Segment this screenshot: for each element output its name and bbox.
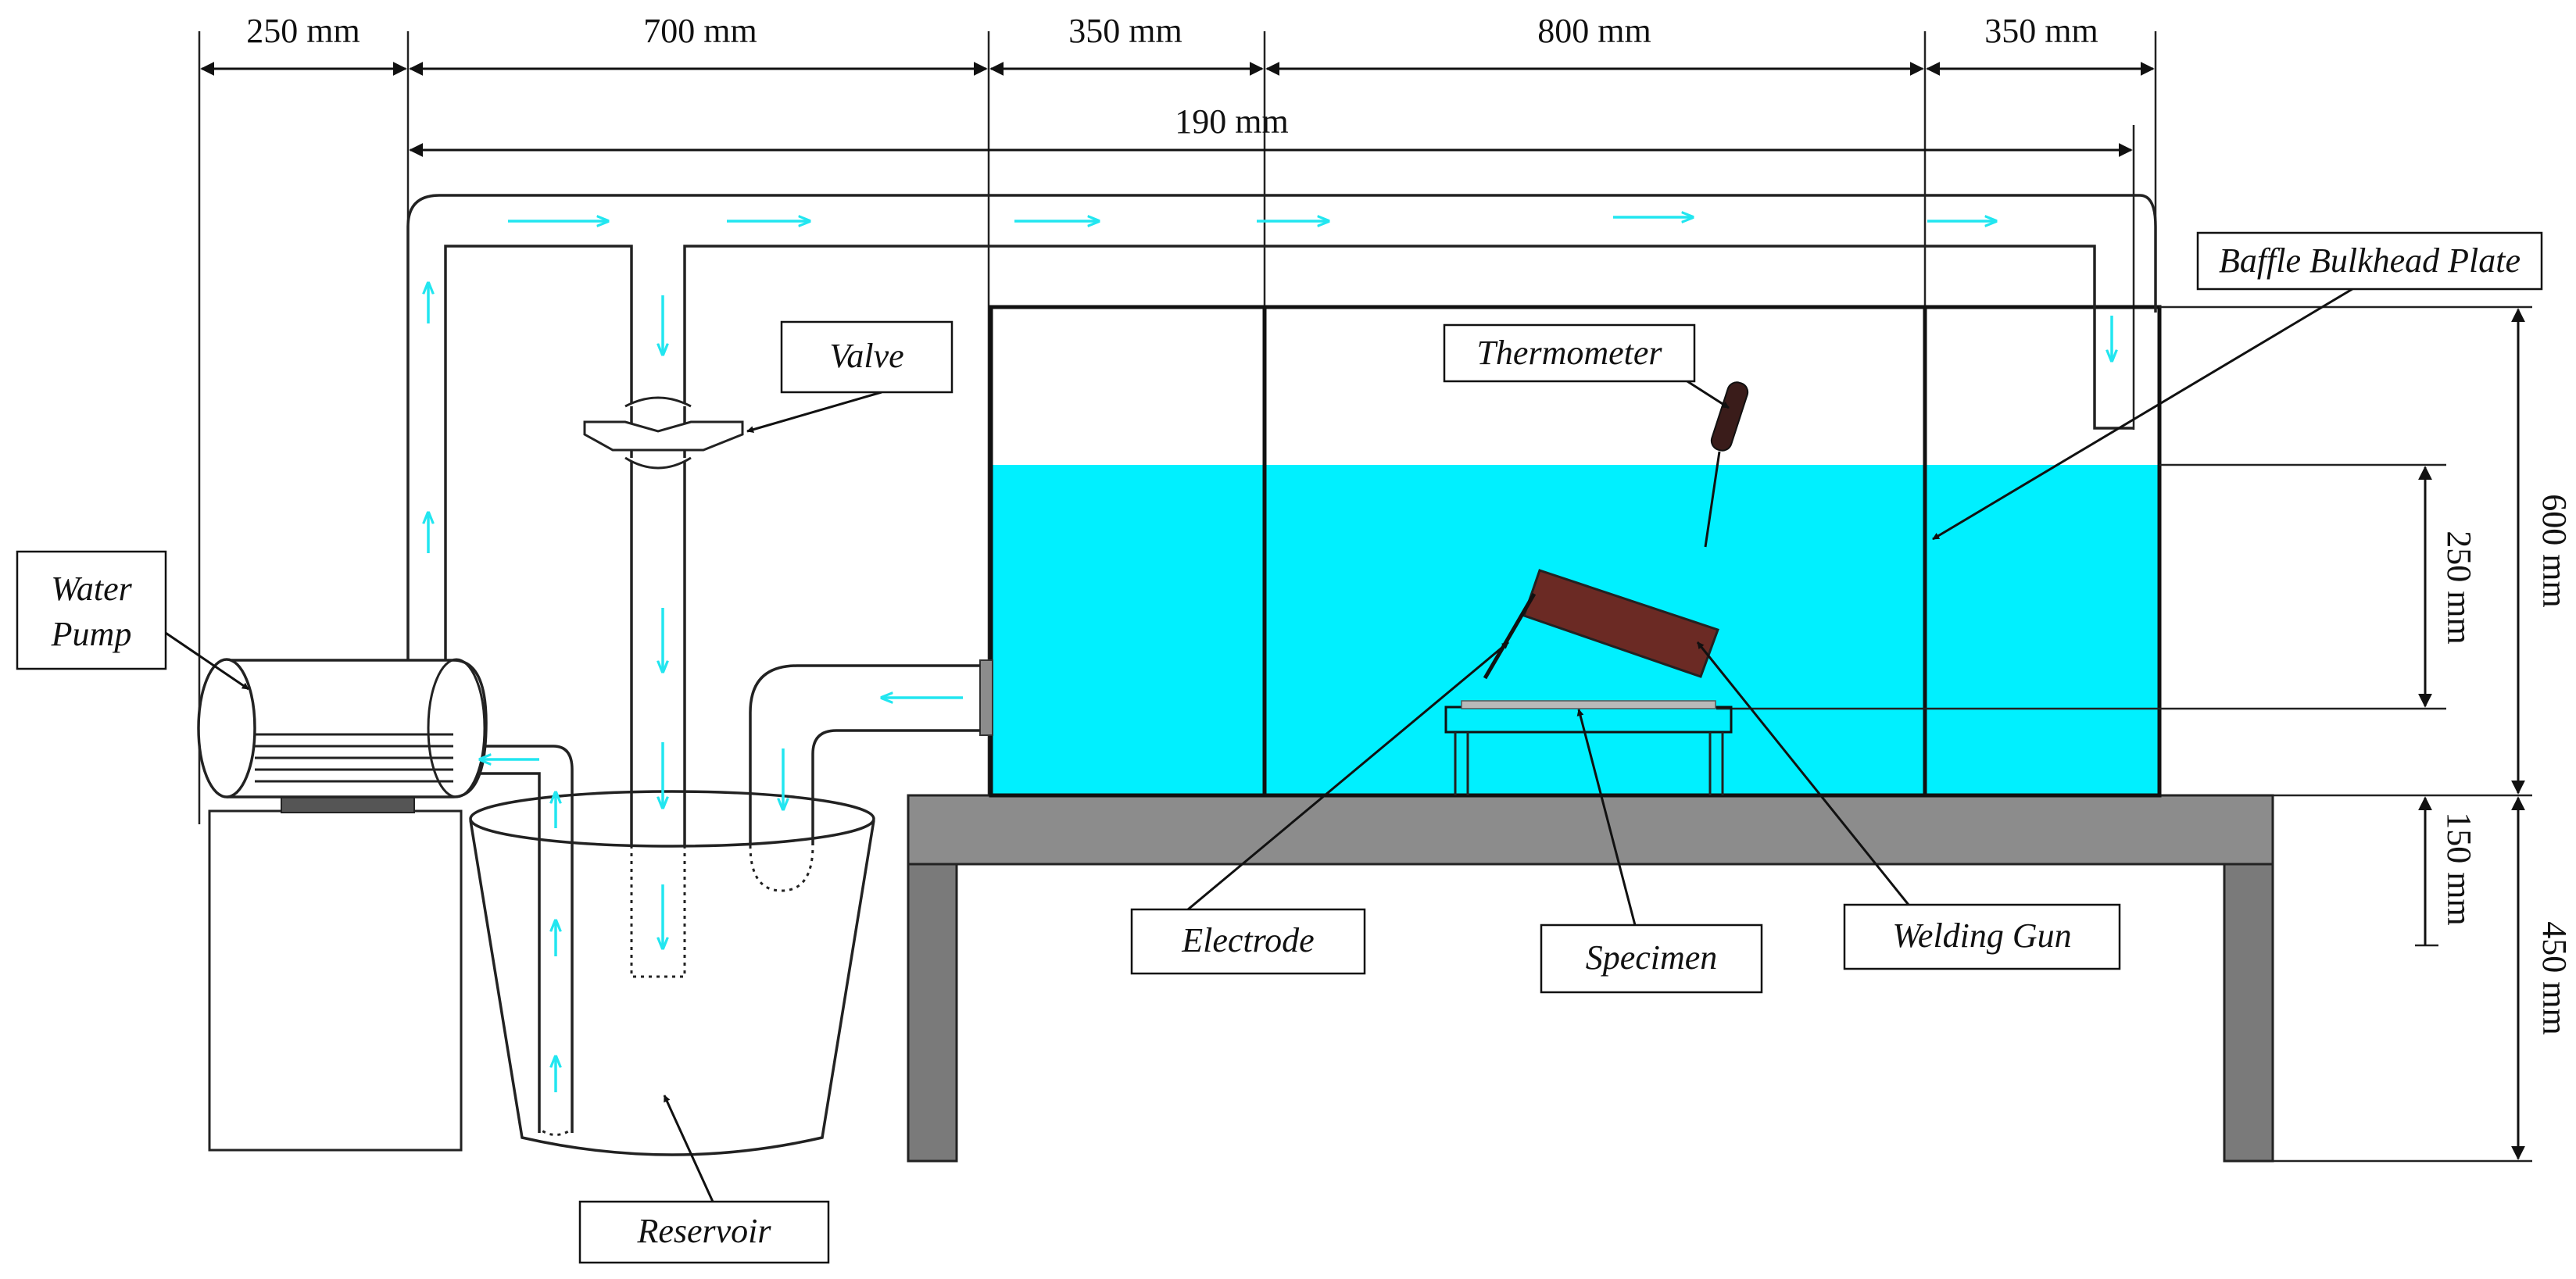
support-table: [907, 794, 2274, 1163]
label-baffle-bulkhead-plate: Baffle Bulkhead Plate: [2196, 231, 2543, 291]
right-dimension-lines: [1716, 305, 2532, 1163]
dim-600: 600 mm: [2535, 494, 2574, 607]
svg-text:Reservoir: Reservoir: [636, 1212, 771, 1250]
dim-450: 450 mm: [2535, 921, 2574, 1034]
thermometer: [1704, 381, 1749, 548]
svg-text:Electrode: Electrode: [1181, 921, 1314, 959]
leader-lines: [160, 273, 2377, 1202]
valve: [583, 396, 744, 470]
svg-text:Pump: Pump: [51, 615, 132, 653]
dim-350-b: 350 mm: [1984, 12, 2098, 50]
label-thermometer: Thermometer: [1443, 323, 1696, 383]
svg-text:Valve: Valve: [829, 337, 903, 375]
dim-350-a: 350 mm: [1068, 12, 1182, 50]
label-reservoir: Reservoir: [578, 1200, 830, 1264]
svg-text:Thermometer: Thermometer: [1476, 334, 1662, 372]
dim-250-right: 250 mm: [2440, 531, 2478, 644]
svg-text:Welding Gun: Welding Gun: [1892, 916, 2071, 955]
label-valve: Valve: [780, 320, 953, 394]
electrode-rod: [1483, 592, 1537, 680]
flow-arrows: [428, 217, 2112, 1092]
svg-text:Specimen: Specimen: [1586, 938, 1718, 977]
svg-text:Water: Water: [51, 570, 132, 608]
dim-190: 190 mm: [1175, 102, 1288, 141]
label-water-pump: Water Pump: [16, 550, 167, 670]
svg-text:Baffle Bulkhead Plate: Baffle Bulkhead Plate: [2219, 241, 2521, 280]
label-welding-gun: Welding Gun: [1843, 903, 2121, 970]
label-specimen: Specimen: [1540, 924, 1763, 994]
label-electrode: Electrode: [1130, 908, 1366, 975]
specimen-stand: [1444, 700, 1733, 795]
dim-150: 150 mm: [2440, 812, 2478, 925]
reservoir: [469, 790, 875, 1156]
water-pump: [197, 658, 488, 1152]
welding-gun: [1483, 569, 1719, 680]
dim-800: 800 mm: [1537, 12, 1651, 50]
dim-250-left: 250 mm: [246, 12, 360, 50]
specimen-plate: [1461, 700, 1716, 709]
dim-700: 700 mm: [643, 12, 757, 50]
